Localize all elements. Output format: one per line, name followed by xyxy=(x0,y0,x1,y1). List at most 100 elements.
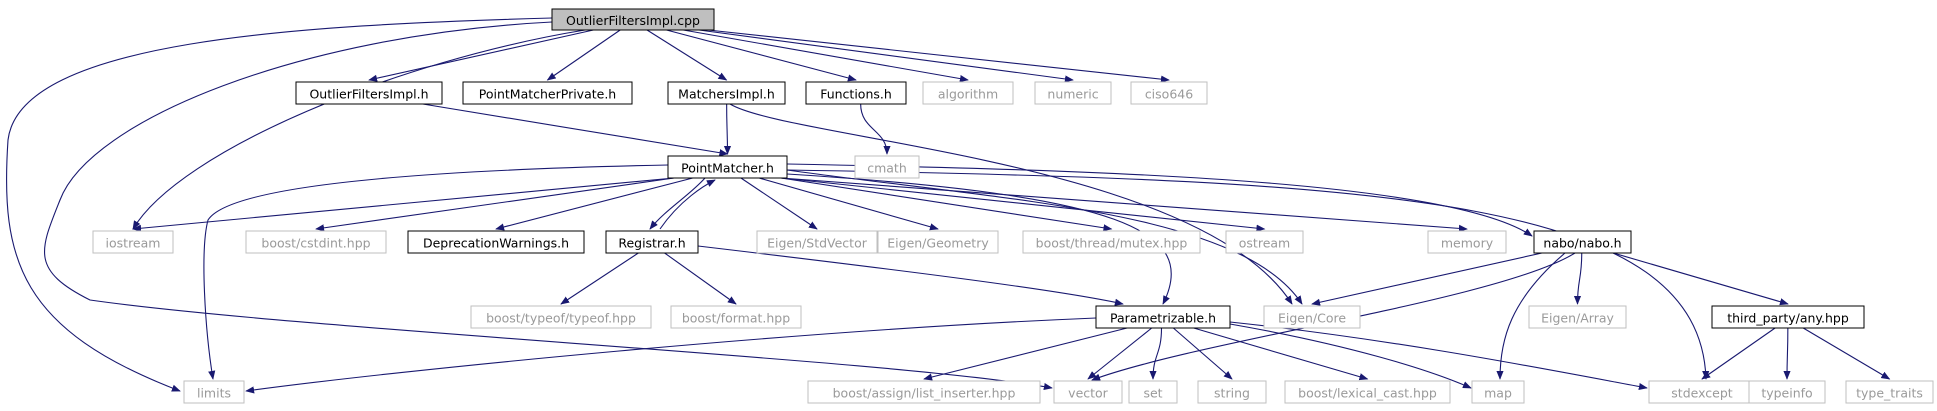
node-label: boost/format.hpp xyxy=(682,311,790,326)
node-algorithm: algorithm xyxy=(922,81,1014,105)
edge-pointmatcher_h-to-limits xyxy=(203,164,669,380)
node-label: boost/typeof/typeof.hpp xyxy=(486,311,636,326)
node-root[interactable]: OutlierFiltersImpl.cpp xyxy=(551,8,715,31)
node-label: Eigen/Array xyxy=(1541,311,1614,326)
node-label: typeinfo xyxy=(1761,386,1812,401)
edge-pointmatcher_h-to-geometry xyxy=(758,177,939,231)
node-box xyxy=(1748,380,1826,404)
edge-root-to-limits xyxy=(6,17,553,392)
node-geometry: Eigen/Geometry xyxy=(877,230,999,254)
node-box xyxy=(667,81,786,105)
node-box xyxy=(670,305,802,329)
node-label: Eigen/Core xyxy=(1278,311,1346,326)
node-box xyxy=(1263,305,1361,329)
node-anyhpp[interactable]: third_party/any.hpp xyxy=(1711,305,1865,329)
edge-pointmatcher_h-to-ostream xyxy=(780,177,1266,232)
node-box xyxy=(1128,380,1178,404)
edge-root-to-numeric xyxy=(698,29,1074,83)
edge-pointmatcher_h-to-mutex xyxy=(780,177,1113,232)
node-pointmatcher-h[interactable]: PointMatcher.h xyxy=(667,155,788,179)
node-format: boost/format.hpp xyxy=(670,305,802,329)
node-limits: limits xyxy=(183,380,245,404)
node-box xyxy=(1471,380,1525,404)
edge-anyhpp-to-typetraits xyxy=(1802,327,1891,380)
node-box xyxy=(1095,305,1231,329)
edge-ofimpl_h-to-pointmatcher_h xyxy=(422,103,729,157)
node-box xyxy=(1197,380,1267,404)
node-label: iostream xyxy=(106,236,161,251)
edge-parametrizable_h-to-stdexcept xyxy=(1229,321,1648,391)
node-box xyxy=(922,81,1014,105)
node-box xyxy=(1845,380,1934,404)
node-ostream: ostream xyxy=(1225,230,1304,254)
node-label: boost/assign/list_inserter.hpp xyxy=(833,386,1016,401)
node-label: type_traits xyxy=(1856,386,1923,401)
node-eigencore: Eigen/Core xyxy=(1263,305,1361,329)
edge-anyhpp-to-typeinfo xyxy=(1783,327,1791,380)
edge-pointmatcher_h-to-stdvector xyxy=(740,177,818,230)
node-label: ostream xyxy=(1239,236,1290,251)
node-string: string xyxy=(1197,380,1267,404)
node-label: Functions.h xyxy=(820,87,892,102)
edge-registrar_h-to-pointmatcher_h xyxy=(659,179,716,230)
edge-parametrizable_h-to-map xyxy=(1229,323,1472,389)
node-box xyxy=(805,81,907,105)
node-stdvector: Eigen/StdVector xyxy=(756,230,878,254)
edge-pointmatcher_h-to-parametrizable_h xyxy=(786,173,1172,305)
edge-parametrizable_h-to-set xyxy=(1149,327,1163,380)
node-box xyxy=(183,380,245,404)
node-box xyxy=(667,155,788,179)
node-matchersimpl-h[interactable]: MatchersImpl.h xyxy=(667,81,786,105)
edge-matchersimpl_h-to-pointmatcher_h xyxy=(723,103,732,155)
edge-parametrizable_h-to-vector xyxy=(1087,327,1153,380)
node-label: numeric xyxy=(1047,87,1098,102)
node-label: memory xyxy=(1441,236,1494,251)
node-box xyxy=(807,380,1041,404)
node-label: cmath xyxy=(867,161,907,176)
node-box xyxy=(1130,81,1208,105)
node-box xyxy=(877,230,999,254)
node-label: OutlierFiltersImpl.cpp xyxy=(566,13,700,28)
node-label: third_party/any.hpp xyxy=(1727,311,1849,326)
node-registrar-h[interactable]: Registrar.h xyxy=(605,230,699,254)
node-mutex: boost/thread/mutex.hpp xyxy=(1022,230,1201,254)
node-box xyxy=(1528,305,1627,329)
node-nabo-h[interactable]: nabo/nabo.h xyxy=(1533,230,1632,254)
node-ofimpl-h[interactable]: OutlierFiltersImpl.h xyxy=(295,81,443,105)
edge-parametrizable_h-to-listinserter xyxy=(923,327,1128,381)
node-cstdint: boost/cstdint.hpp xyxy=(245,230,387,254)
edge-parametrizable_h-to-limits xyxy=(245,317,1097,394)
edge-root-to-ofimpl_h xyxy=(368,29,594,82)
node-deprecation-h[interactable]: DeprecationWarnings.h xyxy=(407,230,585,254)
edge-root-to-iostream xyxy=(132,29,586,230)
node-label: set xyxy=(1143,386,1162,401)
node-label: ciso646 xyxy=(1145,87,1193,102)
nodes-layer: OutlierFiltersImpl.cppOutlierFiltersImpl… xyxy=(92,8,1934,404)
node-label: nabo/nabo.h xyxy=(1543,236,1621,251)
edge-pointmatcher_h-to-cstdint xyxy=(315,177,675,232)
node-numeric: numeric xyxy=(1034,81,1112,105)
node-box xyxy=(1022,230,1201,254)
node-typeof: boost/typeof/typeof.hpp xyxy=(470,305,652,329)
edge-parametrizable_h-to-lexicalcast xyxy=(1193,327,1369,381)
node-box xyxy=(1427,230,1507,254)
node-lexicalcast: boost/lexical_cast.hpp xyxy=(1284,380,1451,404)
node-memory: memory xyxy=(1427,230,1507,254)
edge-matchersimpl_h-to-eigencore xyxy=(729,103,1293,305)
edge-pointmatcher_h-to-stdexcept xyxy=(786,169,1710,380)
node-parametrizable-h[interactable]: Parametrizable.h xyxy=(1095,305,1231,329)
node-listinserter: boost/assign/list_inserter.hpp xyxy=(807,380,1041,404)
node-box xyxy=(605,230,699,254)
edge-pointmatcher_h-to-eigencore xyxy=(786,169,1303,305)
node-box xyxy=(92,230,174,254)
edge-root-to-functions_h xyxy=(666,29,857,82)
node-map: map xyxy=(1471,380,1525,404)
node-label: PointMatcherPrivate.h xyxy=(479,87,616,102)
node-pmprivate-h[interactable]: PointMatcherPrivate.h xyxy=(462,81,633,105)
node-label: stdexcept xyxy=(1671,386,1732,401)
node-typeinfo: typeinfo xyxy=(1748,380,1826,404)
node-vector: vector xyxy=(1053,380,1123,404)
node-functions-h[interactable]: Functions.h xyxy=(805,81,907,105)
edge-nabo_h-to-map xyxy=(1496,252,1566,380)
node-label: Registrar.h xyxy=(618,236,685,251)
